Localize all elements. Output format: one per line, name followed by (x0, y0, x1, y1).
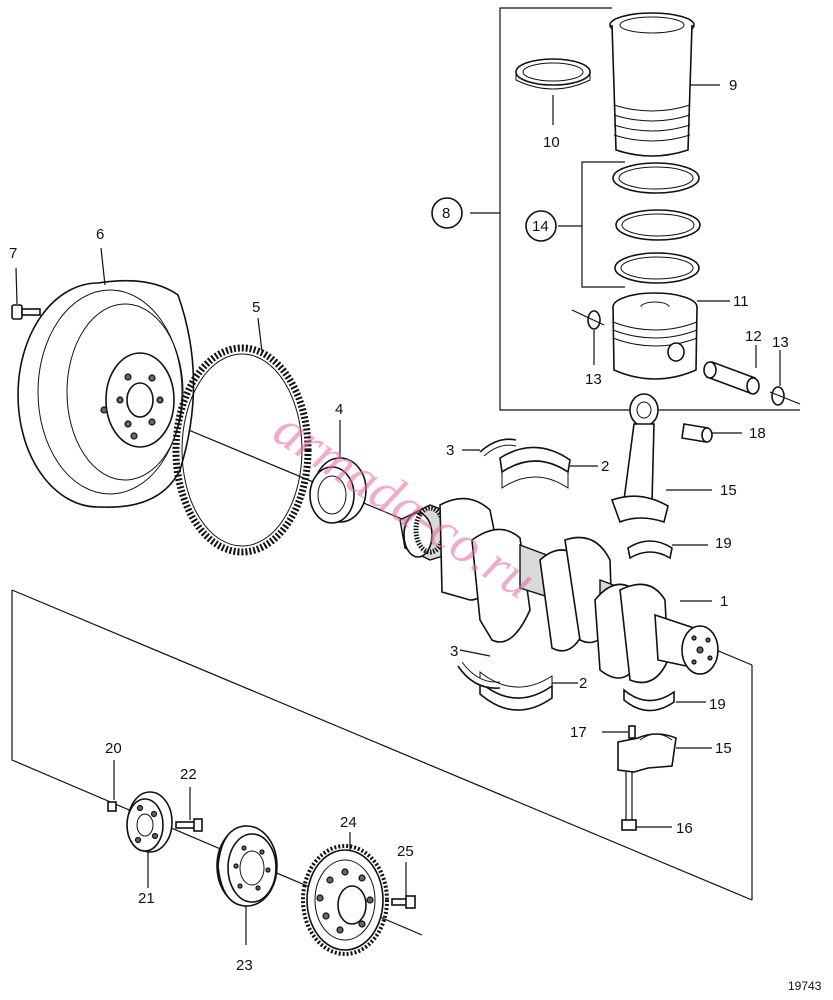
callout-13-right: 13 (772, 334, 789, 351)
piston (612, 292, 730, 380)
thrust-washer-lower (457, 649, 501, 689)
callout-circle-8 (431, 197, 463, 229)
bracket-top-edge (11, 589, 753, 901)
piston-pin (703, 345, 760, 395)
callout-labels: 1 2 2 3 3 4 5 6 7 8 9 10 11 12 13 13 14 … (9, 77, 789, 974)
callout-15-cap: 15 (715, 740, 732, 757)
callout-5: 5 (252, 299, 260, 316)
callout-13-left: 13 (585, 371, 602, 388)
main-bearing-shell-upper (499, 446, 598, 489)
front-parts-bracket (11, 590, 423, 936)
callout-11: 11 (733, 293, 749, 310)
starter-ring-gear (172, 317, 312, 556)
callout-23: 23 (236, 957, 253, 974)
dowel-pin (602, 725, 636, 739)
callout-17: 17 (570, 724, 587, 741)
crankshaft-hub (126, 791, 173, 888)
callout-22: 22 (180, 766, 197, 783)
vibration-damper (301, 832, 389, 956)
callout-9: 9 (729, 77, 737, 94)
callout-19-lower: 19 (709, 696, 726, 713)
main-bearing-shell-lower (479, 670, 578, 711)
callout-2-upper: 2 (601, 458, 609, 475)
callout-24: 24 (340, 814, 357, 831)
flywheel (17, 247, 195, 508)
callout-6: 6 (96, 226, 104, 243)
callout-20: 20 (105, 740, 122, 757)
rod-bearing-shell-upper (627, 540, 708, 560)
small-end-bushing (681, 423, 742, 443)
callout-12: 12 (745, 328, 762, 345)
callout-25: 25 (397, 843, 414, 860)
figure-number: 19743 (788, 979, 822, 993)
callout-14: 14 (532, 218, 549, 235)
callout-21: 21 (138, 890, 155, 907)
callout-10: 10 (543, 134, 560, 151)
callout-19-upper: 19 (715, 535, 732, 552)
pulley (216, 825, 278, 945)
callout-2-lower: 2 (579, 675, 587, 692)
thrust-washer-upper (462, 438, 517, 457)
callout-3-upper: 3 (446, 442, 454, 459)
front-dowel-pin (107, 760, 117, 812)
connecting-rod (610, 393, 712, 524)
rod-bolt (621, 772, 672, 831)
callout-3-lower: 3 (450, 643, 458, 660)
callout-circle-14 (525, 210, 557, 242)
callout-18: 18 (749, 425, 766, 442)
liner-seal-ring (515, 58, 591, 125)
damper-bolt (391, 862, 416, 909)
rod-cap (617, 733, 712, 773)
crankshaft (399, 497, 719, 684)
callout-15-rod: 15 (720, 482, 737, 499)
callout-8: 8 (442, 205, 450, 222)
watermark: armada-co.ru (263, 398, 546, 611)
rod-bearing-shell-lower (623, 688, 706, 712)
cylinder-liner (609, 12, 720, 157)
piston-rings (558, 161, 701, 288)
callout-4: 4 (335, 401, 343, 418)
rear-crankshaft-seal (309, 420, 367, 524)
circlip-right (769, 350, 801, 406)
flywheel-bolt (11, 267, 41, 320)
hub-bolt (175, 787, 203, 832)
callout-7: 7 (9, 245, 17, 262)
callout-16: 16 (676, 820, 693, 837)
circlip-left (571, 309, 605, 365)
callout-1: 1 (720, 593, 728, 610)
